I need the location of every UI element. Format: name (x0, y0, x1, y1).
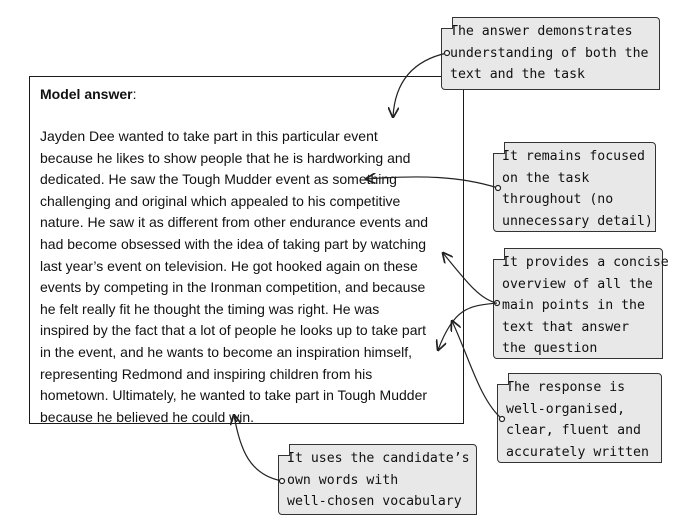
note-line: well-chosen vocabulary (287, 494, 462, 509)
arrow-understanding (393, 52, 448, 117)
note-line: text that answer (502, 319, 630, 335)
answer-line: inspired by the fact that a lot of peopl… (40, 322, 427, 339)
arrow-dot (443, 49, 451, 57)
answer-line: Jayden Dee wanted to take part in this p… (40, 128, 378, 144)
arrow-organised (452, 321, 503, 420)
note-line: It provides a concise (502, 255, 669, 270)
heading-colon: : (132, 86, 137, 102)
answer-line: events by competing in the Ironman compe… (40, 279, 426, 296)
note-line: overview of all the (502, 276, 653, 292)
answer-line: had become obsessed with the idea of tak… (40, 235, 427, 252)
note-line: on the task (502, 170, 590, 186)
answer-line: nature. He saw it as different from othe… (40, 214, 429, 231)
note-focused: It remains focused on the task throughou… (493, 142, 656, 232)
note-line: It uses the candidate’s (287, 451, 470, 466)
answer-line: representing Redmond and inspiring child… (40, 365, 373, 382)
answer-line: he felt really fit he thought the timing… (40, 300, 380, 317)
answer-line: in the event, and he wants to become an … (40, 343, 412, 360)
note-organised: The response is well-organised, clear, f… (497, 373, 662, 463)
model-answer-box (29, 76, 464, 424)
note-line: own words with (287, 472, 399, 488)
answer-line: hometown. Ultimately, he wanted to take … (40, 387, 428, 404)
arrow-dot (494, 184, 502, 192)
arrow-dot (278, 477, 286, 485)
note-own-words: It uses the candidate’s own words with w… (278, 444, 477, 515)
heading-label: Model answer (40, 86, 133, 102)
note-line: unnecessary detail) (502, 213, 653, 229)
arrow-own-words (234, 415, 283, 482)
note-line: It remains focused (502, 149, 645, 164)
note-line: understanding of both the (450, 45, 649, 61)
note-line: clear, fluent and (506, 423, 641, 438)
model-answer-text: Jayden Dee wanted to take part in this p… (40, 126, 460, 428)
arrow-concise (443, 253, 498, 304)
arrow-dot (498, 415, 506, 423)
note-line: throughout (no (502, 192, 614, 207)
arrow-focused (366, 177, 499, 189)
arrow-concise-2 (438, 302, 498, 350)
note-line: main points in the (502, 298, 645, 313)
note-line: text and the task (450, 67, 585, 82)
answer-line: dedicated. He saw the Tough Mudder event… (40, 171, 397, 188)
model-answer-heading: Model answer: (40, 86, 136, 102)
answer-line: last year’s event on television. He got … (40, 257, 418, 274)
note-line: well-organised, (506, 401, 626, 417)
note-line: the question (502, 341, 598, 356)
note-line: The response is (506, 380, 626, 395)
note-line: The answer demonstrates (450, 24, 633, 39)
note-line: accurately written (506, 444, 649, 460)
note-understanding: The answer demonstrates understanding of… (441, 17, 660, 90)
answer-line: challenging and original which appealed … (40, 192, 401, 209)
answer-line: because he likes to show people that he … (40, 149, 411, 166)
note-concise: It provides a concise overview of all th… (493, 248, 669, 359)
answer-line: because he believed he could win. (40, 408, 255, 425)
